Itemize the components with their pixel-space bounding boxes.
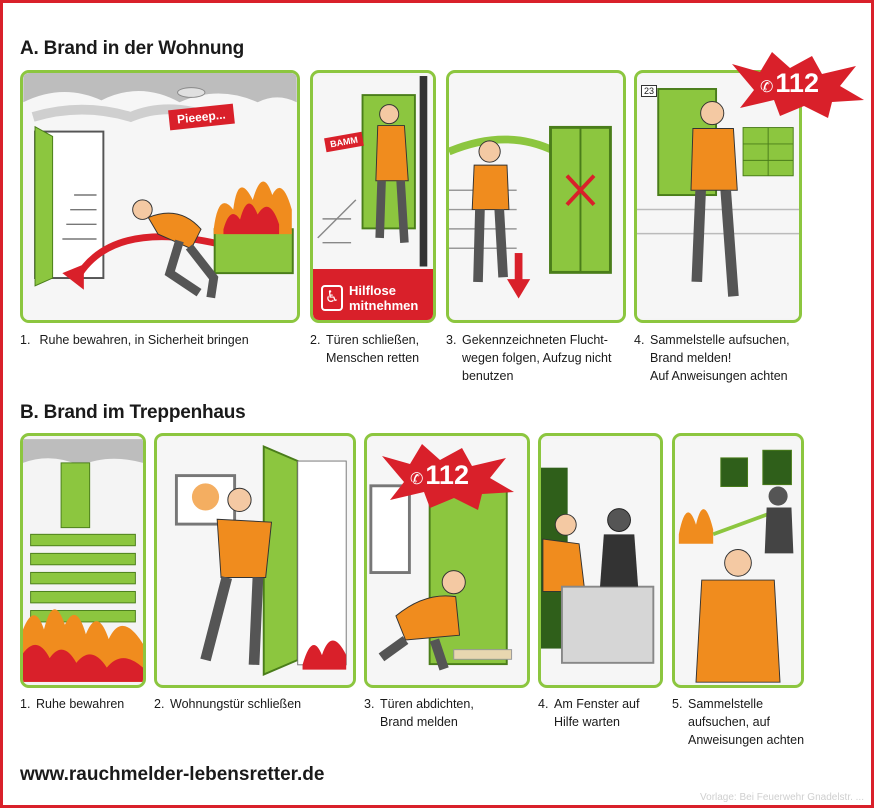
phone-icon: ✆ [760, 79, 774, 96]
caption-a1-number: 1. [20, 333, 31, 347]
panel-a3-illustration [446, 70, 626, 323]
caption-a4-number: 4. [634, 333, 645, 347]
caption-b5: 5. Sammelstelle aufsuchen, auf Anweisunge… [672, 695, 812, 749]
caption-b5-line-1: Sammelstelle [688, 697, 764, 711]
help-sign-line-2: mitnehmen [349, 297, 419, 313]
caption-b3-number: 3. [364, 697, 375, 711]
caption-b3-line-1: Türen abdichten, [380, 697, 474, 711]
caption-a4: 4.Sammelstelle aufsuchen, Brand melden! … [634, 331, 834, 385]
emergency-number-a: 112 [775, 68, 819, 98]
emergency-number-b: 112 [425, 460, 469, 490]
caption-b4-line-1: Am Fenster auf [554, 697, 640, 711]
panel-a1-illustration: Pieeep... [20, 70, 300, 323]
caption-a2-line-2: Menschen retten [326, 351, 420, 365]
footer-url-link[interactable]: www.rauchmelder-lebensretter.de [20, 764, 325, 785]
caption-a3-number: 3. [446, 333, 457, 347]
caption-a1: 1. Ruhe bewahren, in Sicherheit bringen [20, 331, 300, 349]
caption-a1-text: Ruhe bewahren, in Sicherheit bringen [39, 333, 249, 347]
panel-b3-illustration [364, 433, 530, 688]
caption-a4-line-3: Auf Anweisungen achten [650, 369, 788, 383]
panel-b2-illustration [154, 433, 356, 688]
emergency-call-burst-b: ✆112 [382, 444, 514, 510]
caption-b4: 4. Am Fenster auf Hilfe warten [538, 695, 668, 731]
caption-b5-number: 5. [672, 697, 683, 711]
panel-a4-illustration: 23 [634, 70, 802, 323]
caption-b1-text: Ruhe bewahren [36, 697, 125, 711]
caption-b1: 1. Ruhe bewahren [20, 695, 150, 713]
caption-b5-line-2: aufsuchen, auf [688, 715, 771, 729]
panel-b5-illustration [672, 433, 804, 688]
caption-b2-text: Wohnungstür schließen [170, 697, 302, 711]
door-number-label: 23 [641, 85, 658, 97]
panel-b1-illustration [20, 433, 146, 688]
caption-b2-number: 2. [154, 697, 165, 711]
caption-b4-number: 4. [538, 697, 549, 711]
caption-b2: 2. Wohnungstür schließen [154, 695, 359, 713]
caption-a4-line-2: Brand melden! [650, 351, 732, 365]
caption-a3-line-1: Gekennzeichneten Flucht- [462, 333, 608, 347]
caption-a3-line-2: wegen folgen, Aufzug nicht [462, 351, 612, 365]
phone-icon: ✆ [410, 471, 424, 488]
caption-a3: 3. Gekennzeichneten Flucht- wegen folgen,… [446, 331, 631, 385]
caption-b3-line-2: Brand melden [380, 715, 458, 729]
panel-b4-illustration [538, 433, 663, 688]
help-sign-line-1: Hilflose [349, 282, 396, 298]
caption-a4-line-1: Sammelstelle aufsuchen, [650, 333, 790, 347]
section-a-title: A. Brand in der Wohnung [20, 38, 245, 59]
wheelchair-icon: ♿ [321, 284, 343, 311]
caption-b3: 3. Türen abdichten, Brand melden [364, 695, 534, 731]
caption-b1-number: 1. [20, 697, 31, 711]
caption-b5-line-3: Anweisungen achten [688, 733, 805, 747]
caption-a2-line-1: Türen schließen, [326, 333, 420, 347]
watermark-text: Vorlage: Bei Feuerwehr Gnadelstr. ... [700, 792, 864, 803]
panel-a2-illustration: BAMM ♿ Hilflose mitnehmen [310, 70, 436, 323]
caption-a2-number: 2. [310, 333, 321, 347]
caption-b4-line-2: Hilfe warten [554, 715, 620, 729]
help-sign: ♿ Hilflose mitnehmen [313, 269, 433, 320]
caption-a3-line-3: benutzen [462, 369, 514, 383]
section-b-title: B. Brand im Treppenhaus [20, 402, 246, 423]
emergency-call-burst-a: ✆112 [732, 52, 864, 118]
caption-a2: 2. Türen schließen, Menschen retten [310, 331, 445, 367]
